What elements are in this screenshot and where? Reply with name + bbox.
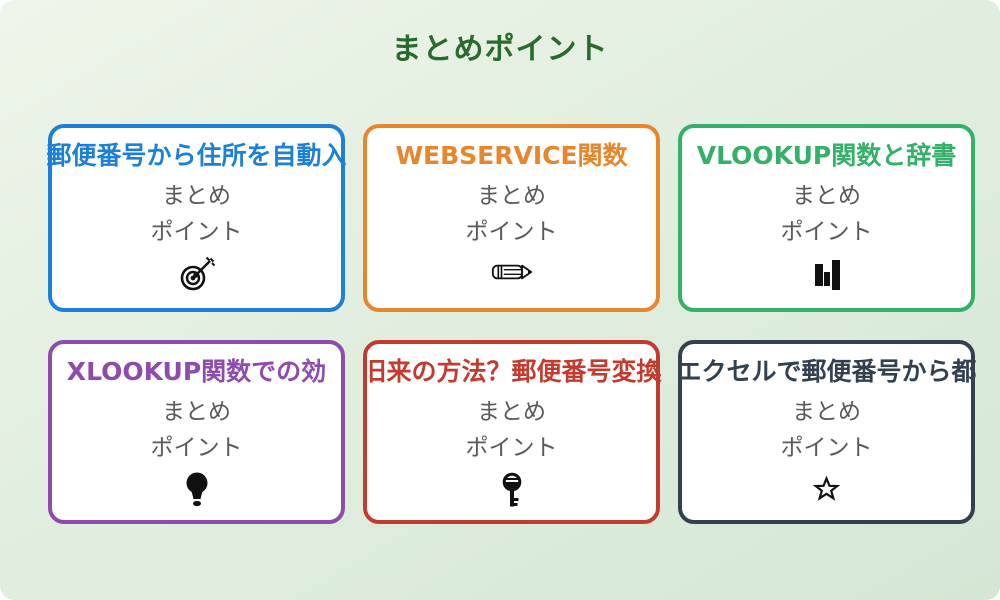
card-subtitle-line2: ポイント xyxy=(465,218,558,245)
card-subtitle-line2: ポイント xyxy=(780,218,873,245)
card-subtitle-line2: ポイント xyxy=(780,434,873,461)
page-title: まとめポイント xyxy=(391,32,609,67)
card-title: 旧来の方法？郵便番号変換 xyxy=(361,357,662,386)
card-excel-postal-prefecture[interactable]: エクセルで郵便番号から都 まとめ ポイント xyxy=(676,340,977,524)
card-subtitle-line2: ポイント xyxy=(150,218,243,245)
card-grid: 郵便番号から住所を自動入 まとめ ポイント WEBSER xyxy=(46,124,977,524)
pencil-icon xyxy=(491,263,533,281)
card-subtitle-line1: まとめ xyxy=(792,399,861,426)
star-icon xyxy=(813,475,840,502)
lightbulb-icon xyxy=(183,472,211,508)
card-legacy-postal-conversion[interactable]: 旧来の方法？郵便番号変換 まとめ ポイント xyxy=(361,340,662,524)
dartboard-target-icon xyxy=(179,256,215,292)
card-title: 郵便番号から住所を自動入 xyxy=(46,141,347,170)
card-postal-to-address-autofill[interactable]: 郵便番号から住所を自動入 まとめ ポイント xyxy=(46,124,347,312)
card-title: エクセルで郵便番号から都 xyxy=(676,357,977,386)
card-subtitle-line1: まとめ xyxy=(162,399,231,426)
card-subtitle-line1: まとめ xyxy=(477,183,546,210)
bar-chart-icon xyxy=(811,256,843,290)
key-icon xyxy=(499,472,525,510)
card-webservice-function[interactable]: WEBSERVICE関数 まとめ ポイント xyxy=(363,124,660,312)
card-subtitle-line1: まとめ xyxy=(477,399,546,426)
card-title: WEBSERVICE関数 xyxy=(395,141,628,170)
card-xlookup-efficiency[interactable]: XLOOKUP関数での効 まとめ ポイント xyxy=(48,340,345,524)
card-title: XLOOKUP関数での効 xyxy=(66,357,327,386)
card-subtitle-line2: ポイント xyxy=(465,434,558,461)
card-vlookup-dictionary[interactable]: VLOOKUP関数と辞書 まとめ ポイント xyxy=(678,124,975,312)
card-subtitle-line1: まとめ xyxy=(162,183,231,210)
card-subtitle-line1: まとめ xyxy=(792,183,861,210)
card-subtitle-line2: ポイント xyxy=(150,434,243,461)
card-title: VLOOKUP関数と辞書 xyxy=(696,141,957,170)
